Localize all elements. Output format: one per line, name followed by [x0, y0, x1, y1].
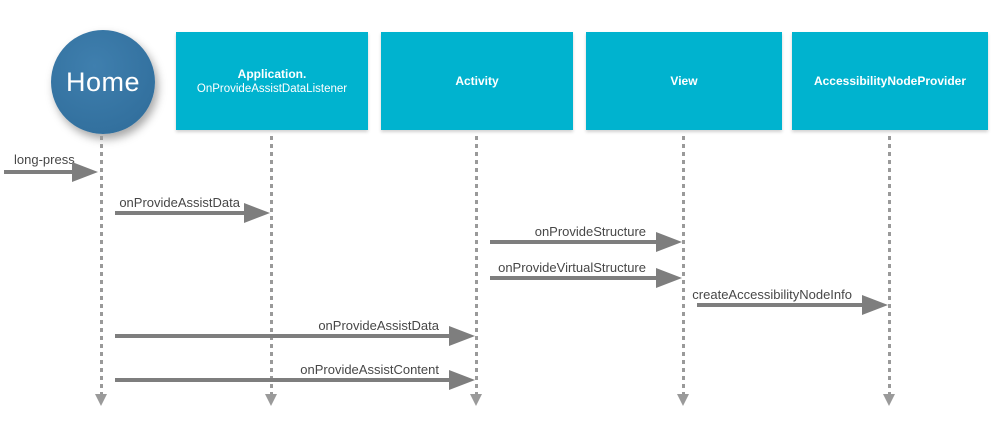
- arrow-head-right-icon: [244, 203, 270, 223]
- actor-home: Home: [51, 30, 155, 134]
- message-onprovidestructure-label: onProvideStructure: [534, 224, 646, 239]
- arrow-head-right-icon: [862, 295, 888, 315]
- message-onprovidevirtualstructure-label: onProvideVirtualStructure: [498, 260, 646, 275]
- actor-home-label: Home: [65, 66, 141, 97]
- arrow-line: [697, 303, 864, 307]
- message-long-press-label: long-press: [14, 152, 75, 167]
- arrow-head-right-icon: [72, 162, 98, 182]
- arrow-head-right-icon: [656, 268, 682, 288]
- actor-activity: Activity: [381, 32, 573, 130]
- actor-accessibilitynodeprovider-label: AccessibilityNodeProvider: [813, 73, 967, 88]
- message-onprovideassistdata-label: onProvideAssistData: [119, 195, 240, 210]
- arrow-head-right-icon: [656, 232, 682, 252]
- actor-view: View: [586, 32, 782, 130]
- actor-activity-label: Activity: [455, 73, 499, 88]
- message-onprovideassistdata-activity-label: onProvideAssistData: [318, 318, 439, 333]
- message-onprovideassistdata-to-activity: onProvideAssistData: [115, 318, 475, 346]
- arrow-line: [115, 334, 451, 338]
- lifeline-view: [677, 136, 689, 406]
- message-onprovidevirtualstructure: onProvideVirtualStructure: [490, 260, 682, 288]
- message-onprovideassistcontent-label: onProvideAssistContent: [300, 362, 439, 377]
- message-onprovidestructure: onProvideStructure: [490, 224, 682, 252]
- message-long-press: long-press: [4, 152, 98, 182]
- arrow-head-right-icon: [449, 326, 475, 346]
- message-onprovideassistcontent: onProvideAssistContent: [115, 362, 475, 390]
- arrow-head-right-icon: [449, 370, 475, 390]
- arrow-line: [115, 211, 246, 215]
- actor-application-label: Application.: [237, 66, 307, 81]
- message-createaccessibilitynodeinfo-label: createAccessibilityNodeInfo: [692, 287, 852, 302]
- arrow-line: [490, 240, 658, 244]
- lifeline-home: [95, 136, 107, 406]
- lifeline-accessibilitynodeprovider: [883, 136, 895, 406]
- arrow-line: [115, 378, 451, 382]
- message-createaccessibilitynodeinfo: createAccessibilityNodeInfo: [692, 287, 888, 315]
- lifeline-application: [265, 136, 277, 406]
- arrow-line: [4, 170, 74, 174]
- message-onprovideassistdata-to-application: onProvideAssistData: [115, 195, 270, 223]
- actor-application-sublabel: OnProvideAssistDataListener: [196, 82, 348, 95]
- actor-application-listener: Application. OnProvideAssistDataListener: [176, 32, 368, 130]
- actor-accessibilitynodeprovider: AccessibilityNodeProvider: [792, 32, 988, 130]
- lifeline-activity: [470, 136, 482, 406]
- actor-view-label: View: [670, 73, 698, 88]
- arrow-line: [490, 276, 658, 280]
